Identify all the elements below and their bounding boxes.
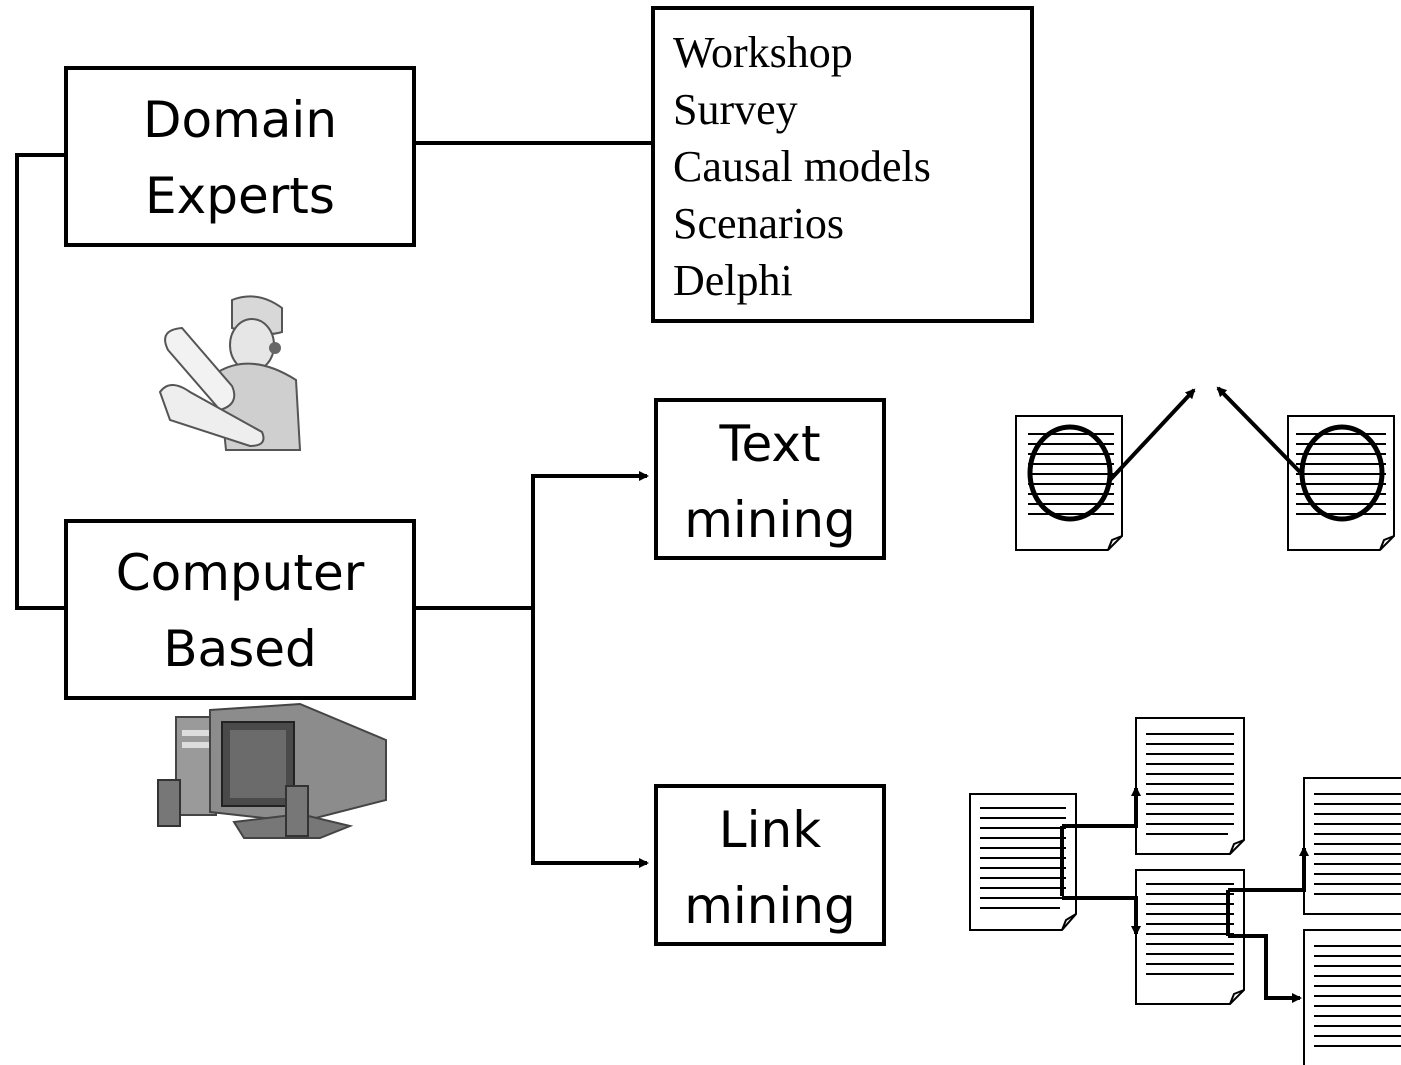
method-item: Causal models	[673, 142, 931, 191]
method-item: Survey	[673, 85, 798, 134]
link-mining-arrow	[531, 608, 649, 868]
link-arrow-to-right-bottom	[1228, 934, 1302, 1003]
method-item: Workshop	[673, 28, 853, 77]
document-right	[1287, 415, 1395, 551]
computer-based-box: Computer Based	[64, 519, 416, 700]
link-mining-label: Link mining	[658, 792, 882, 944]
link-doc-right-bottom	[1303, 929, 1401, 1065]
text-mining-label: Text mining	[658, 406, 882, 558]
computer-based-line1: Computer	[115, 544, 365, 602]
engineer-with-blueprints-icon	[158, 295, 302, 451]
link-arrow-to-middle	[1062, 896, 1141, 936]
domain-experts-line2: Experts	[145, 167, 335, 225]
text-mining-link-arrow-left	[1108, 388, 1196, 482]
text-mining-link-arrow-right	[1216, 386, 1302, 474]
document-left	[1015, 415, 1123, 551]
method-item: Scenarios	[673, 199, 845, 248]
link-mining-box: Link mining	[654, 784, 886, 946]
desktop-computer-icon	[157, 702, 387, 839]
expert-methods-list: Workshop Survey Causal models Scenarios …	[673, 24, 931, 309]
computer-based-label: Computer Based	[68, 535, 412, 687]
link-doc-source	[969, 793, 1077, 931]
text-mining-arrow	[531, 471, 649, 608]
link-mining-line2: mining	[684, 877, 856, 935]
text-mining-box: Text mining	[654, 398, 886, 560]
domain-experts-box: Domain Experts	[64, 66, 416, 247]
text-mining-line1: Text	[719, 415, 821, 473]
left-bracket-connector	[15, 153, 66, 610]
domain-experts-label: Domain Experts	[68, 82, 412, 234]
link-arrow-to-top	[1060, 788, 1136, 896]
computer-based-line2: Based	[163, 620, 317, 678]
link-doc-middle	[1135, 869, 1245, 1005]
highlighted-documents-icon	[1015, 386, 1395, 551]
text-mining-line2: mining	[684, 491, 856, 549]
linked-documents-icon	[969, 717, 1401, 1065]
expert-methods-box: Workshop Survey Causal models Scenarios …	[651, 6, 1034, 323]
domain-experts-line1: Domain	[142, 91, 338, 149]
method-item: Delphi	[673, 256, 793, 305]
link-doc-top	[1135, 717, 1245, 855]
link-mining-line1: Link	[718, 801, 822, 859]
link-arrow-to-right-top	[1226, 848, 1304, 936]
link-doc-right-top	[1303, 777, 1401, 915]
